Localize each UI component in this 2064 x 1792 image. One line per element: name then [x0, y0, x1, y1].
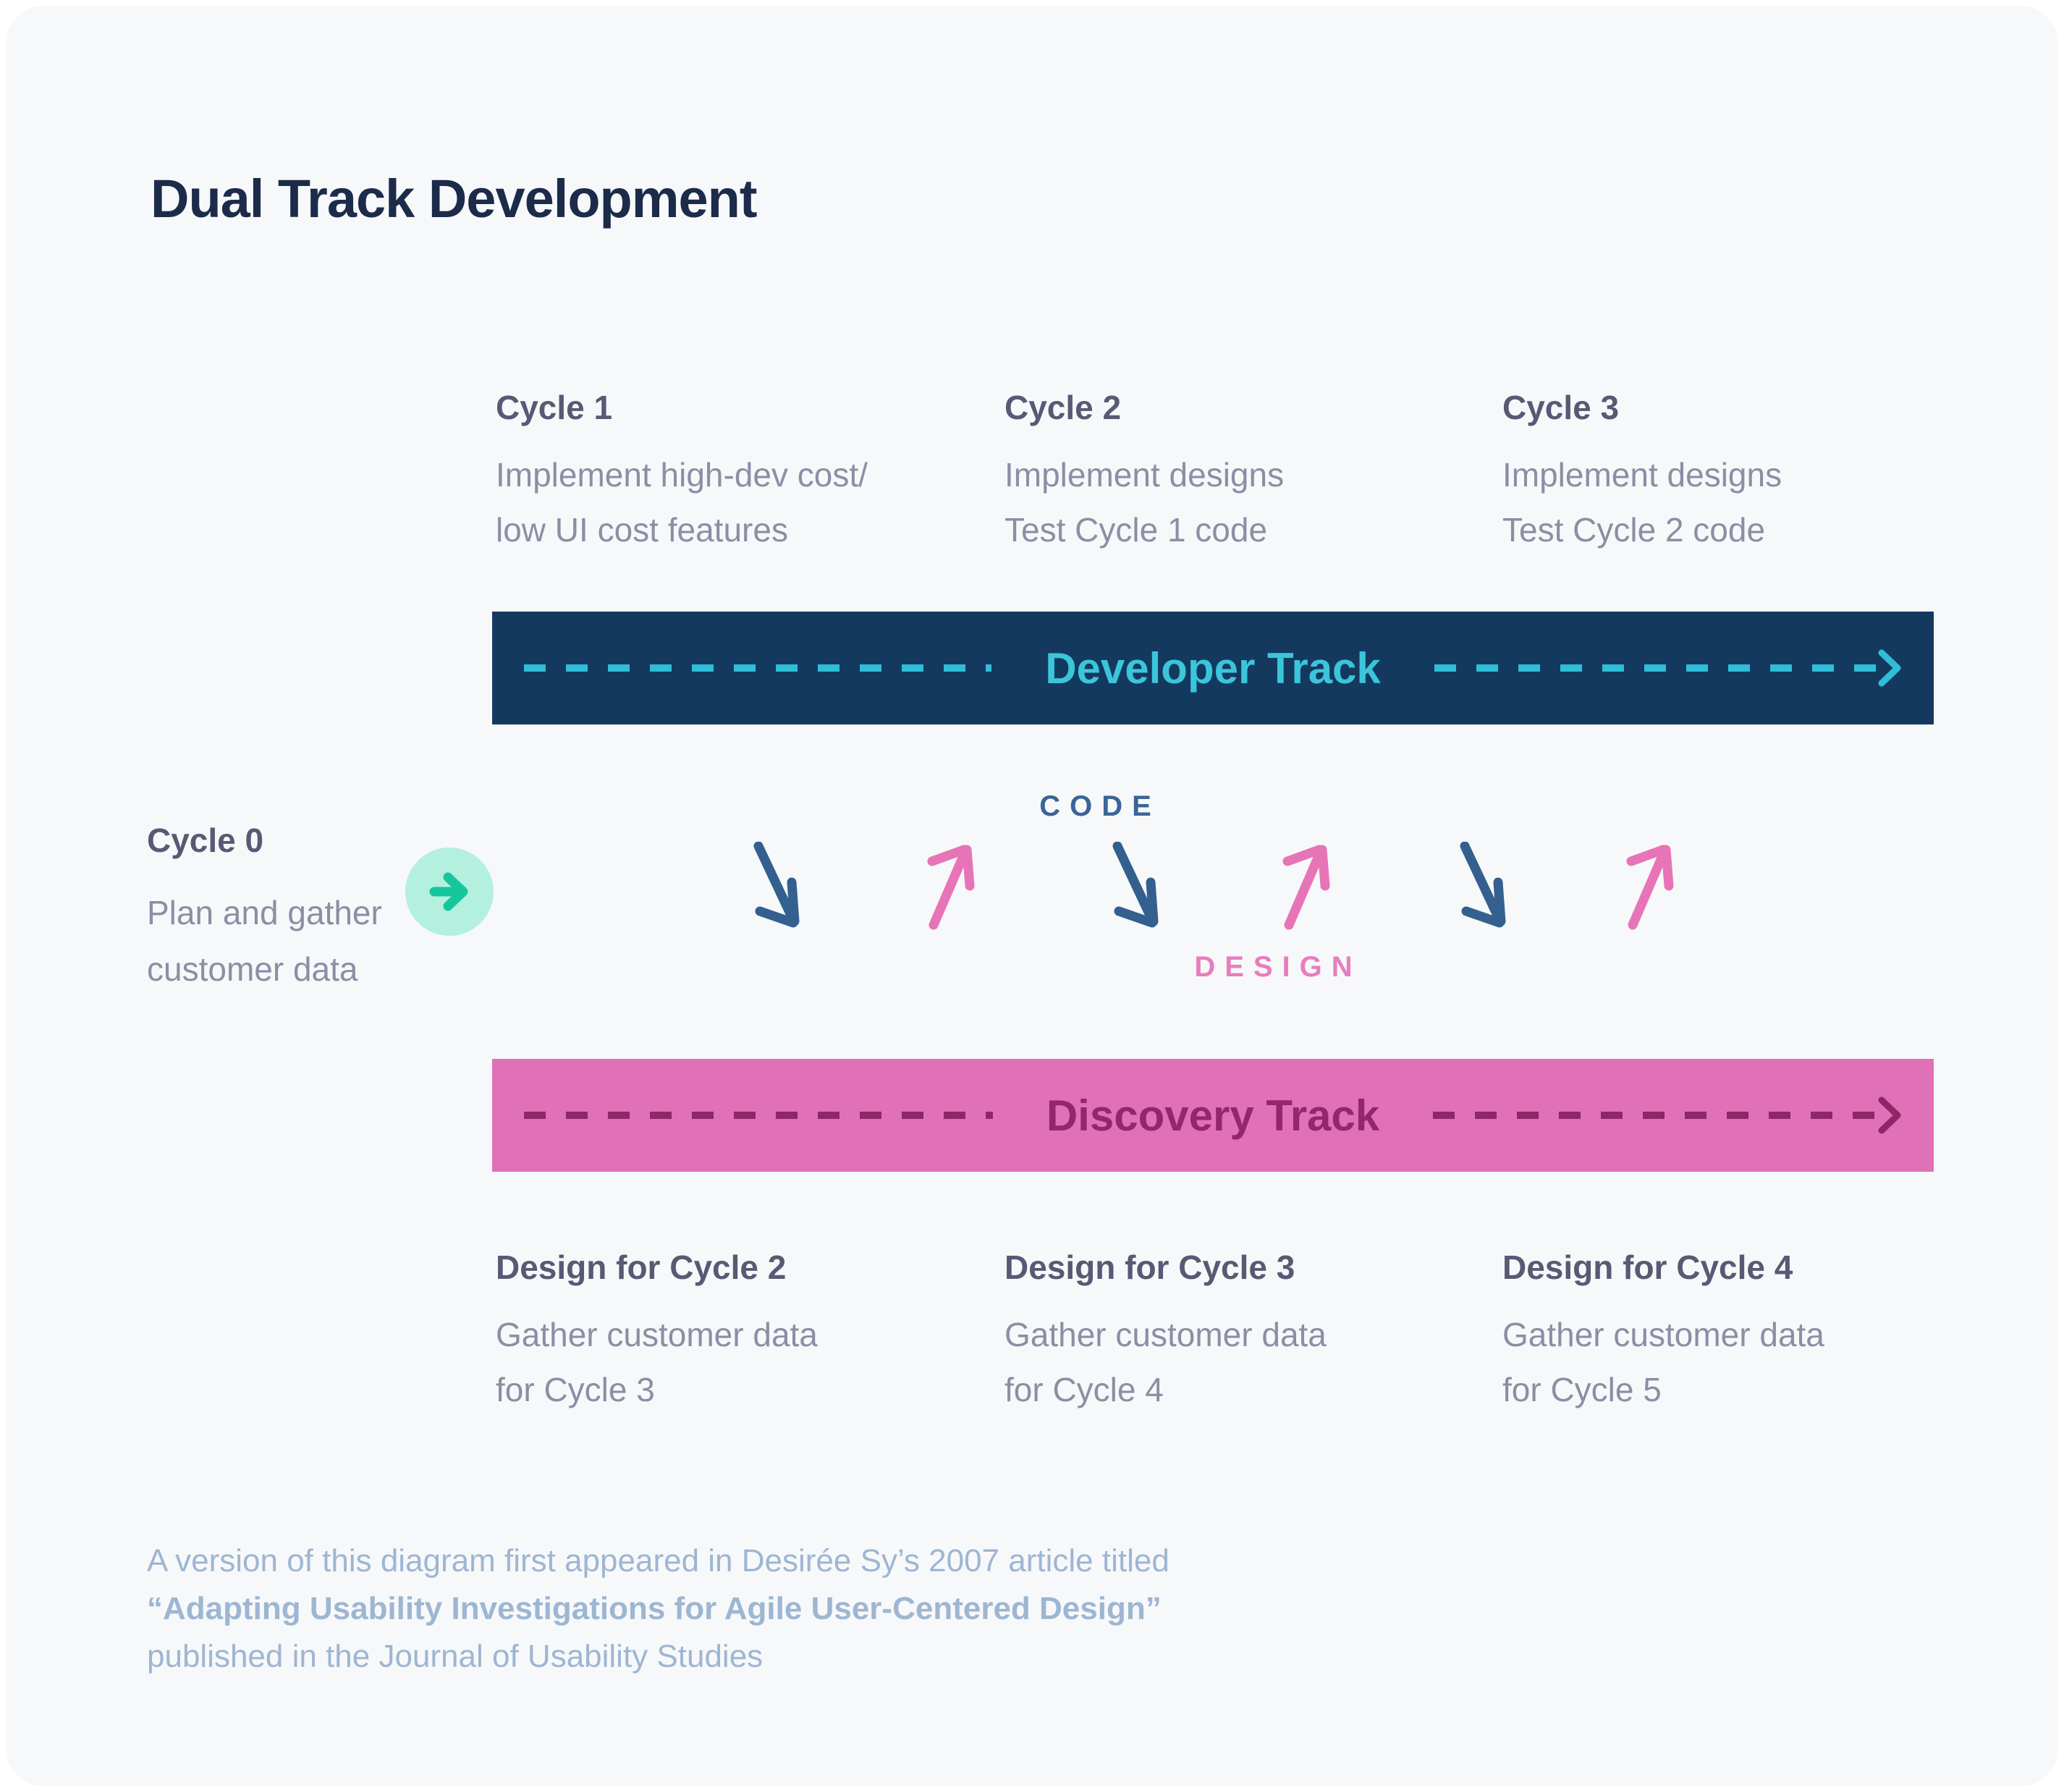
dev-cycle-3-line2: Test Cycle 2 code	[1502, 511, 1766, 549]
design-cycle-2-title: Design for Cycle 2	[496, 1248, 787, 1286]
dev-cycle-2: Cycle 2 Implement designs Test Cycle 1 c…	[1004, 388, 1468, 557]
discovery-track-dash-left	[524, 1112, 993, 1119]
code-down-arrow-icon	[1460, 842, 1506, 928]
dev-cycle-2-line2: Test Cycle 1 code	[1004, 511, 1268, 549]
design-cycle-3: Design for Cycle 3 Gather customer data …	[1004, 1248, 1468, 1417]
arrow-right-icon	[1878, 649, 1901, 687]
discovery-track-bar: Discovery Track	[492, 1059, 1934, 1172]
design-cycle-3-line1: Gather customer data	[1004, 1316, 1327, 1353]
dev-cycle-2-title: Cycle 2	[1004, 389, 1122, 426]
design-cycle-4-line2: for Cycle 5	[1502, 1371, 1662, 1408]
dev-cycle-3-line1: Implement designs	[1502, 456, 1782, 494]
cycle-0-line1: Plan and gather	[147, 894, 382, 931]
design-cycle-4-title: Design for Cycle 4	[1502, 1248, 1793, 1286]
design-cycle-3-title: Design for Cycle 3	[1004, 1248, 1295, 1286]
dev-cycle-2-line1: Implement designs	[1004, 456, 1285, 494]
cycle-0-line2: customer data	[147, 950, 358, 988]
dashed-line	[524, 1112, 993, 1119]
dashed-line	[1433, 1112, 1880, 1119]
dev-cycle-1-line1: Implement high-dev cost/	[496, 456, 868, 494]
dashed-line	[524, 664, 992, 672]
dev-cycle-1: Cycle 1 Implement high-dev cost/ low UI …	[496, 388, 959, 557]
arrow-right-icon	[429, 872, 468, 911]
code-down-arrow-icon	[753, 842, 800, 928]
dev-cycle-3-title: Cycle 3	[1502, 389, 1620, 426]
dev-cycle-1-line2: low UI cost features	[496, 511, 788, 549]
dashed-line	[1434, 664, 1880, 672]
arrow-right-icon	[1878, 1096, 1901, 1134]
developer-track-dash-right	[1434, 646, 1902, 690]
design-up-arrow-icon	[1282, 845, 1330, 930]
discovery-track-label: Discovery Track	[1046, 1091, 1380, 1140]
design-cycle-4: Design for Cycle 4 Gather customer data …	[1502, 1248, 1966, 1417]
start-circle	[405, 848, 494, 936]
dev-cycle-1-title: Cycle 1	[496, 389, 613, 426]
page-title: Dual Track Development	[151, 169, 758, 229]
cycle-0-title: Cycle 0	[147, 821, 264, 859]
developer-track-bar: Developer Track	[492, 612, 1934, 724]
attribution: A version of this diagram first appeared…	[147, 1537, 1170, 1681]
design-cycle-2: Design for Cycle 2 Gather customer data …	[496, 1248, 959, 1417]
design-cycle-4-line1: Gather customer data	[1502, 1316, 1824, 1353]
code-label: CODE	[1039, 790, 1161, 822]
discovery-track-dash-right	[1433, 1093, 1902, 1138]
design-cycle-2-line1: Gather customer data	[496, 1316, 818, 1353]
attribution-line3: published in the Journal of Usability St…	[147, 1639, 764, 1674]
design-up-arrow-icon	[927, 845, 975, 930]
developer-track-dash-left	[524, 664, 992, 672]
code-down-arrow-icon	[1112, 842, 1159, 928]
cycle-0-block: Cycle 0 Plan and gather customer data	[147, 821, 422, 997]
design-label: DESIGN	[1194, 951, 1362, 983]
design-up-arrow-icon	[1626, 845, 1674, 930]
attribution-article-title: “Adapting Usability Investigations for A…	[147, 1591, 1162, 1626]
design-cycle-3-line2: for Cycle 4	[1004, 1371, 1164, 1408]
dev-cycle-3: Cycle 3 Implement designs Test Cycle 2 c…	[1502, 388, 1966, 557]
developer-track-label: Developer Track	[1045, 643, 1381, 693]
design-cycle-2-line2: for Cycle 3	[496, 1371, 655, 1408]
attribution-line1: A version of this diagram first appeared…	[147, 1543, 1170, 1578]
diagram-card: Dual Track Development Cycle 1 Implement…	[6, 6, 2058, 1786]
